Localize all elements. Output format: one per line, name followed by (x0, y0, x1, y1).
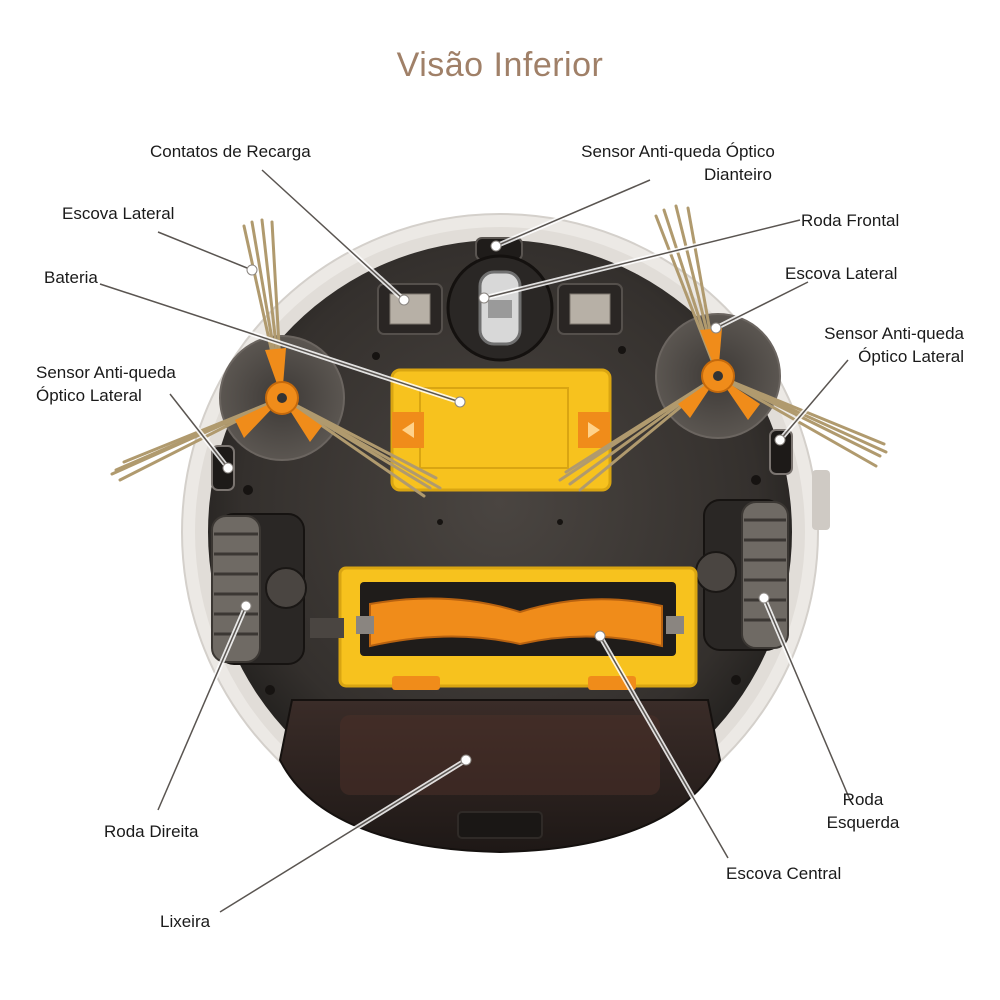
label-text: Sensor Anti-queda (36, 363, 176, 382)
leader-dots (222, 240, 786, 766)
label-text: Óptico Lateral (36, 386, 142, 405)
label-escova-central: Escova Central (726, 862, 841, 885)
label-text: Óptico Lateral (858, 347, 964, 366)
label-text: Esquerda (826, 813, 900, 832)
label-text: Escova Central (726, 864, 842, 883)
leader-lines-dark (99, 169, 851, 913)
label-text: Dianteiro (703, 165, 773, 184)
side-brush-hub-right (678, 328, 760, 420)
label-contatos-recarga: Contatos de Recarga (150, 140, 311, 163)
label-escova-lateral-right: Escova Lateral (785, 262, 897, 285)
label-sensor-lateral-left: Sensor Anti-queda Óptico Lateral (36, 361, 176, 407)
label-sensor-dianteiro: Sensor Anti-queda Óptico Dianteiro (568, 140, 788, 186)
label-text: Bateria (44, 268, 98, 287)
side-brush-hub-left (235, 348, 322, 442)
label-escova-lateral-left: Escova Lateral (62, 202, 174, 225)
label-text: Contatos de Recarga (150, 142, 311, 161)
label-text: Escova Lateral (785, 264, 898, 283)
label-text: Sensor Anti-queda Óptico (581, 142, 775, 161)
label-text: Escova Lateral (62, 204, 175, 223)
label-text: Lixeira (160, 912, 211, 931)
main-brush-axle (310, 618, 344, 638)
main-brush-frame (338, 566, 698, 690)
drive-wheel-right-side-of-image (695, 499, 789, 651)
right-side-slot (812, 470, 830, 530)
label-text: Roda (842, 790, 884, 809)
label-lixeira: Lixeira (160, 910, 210, 933)
drive-wheel-left-side-of-image (211, 513, 307, 665)
main-brush-roller (369, 597, 663, 648)
label-sensor-lateral-right: Sensor Anti-queda Óptico Lateral (800, 322, 964, 368)
label-roda-direita: Roda Direita (104, 820, 199, 843)
diagram-title: Visão Inferior (396, 46, 604, 84)
label-roda-esquerda: Roda Esquerda (818, 788, 908, 834)
dustbin-latch (457, 811, 543, 839)
label-text: Roda Frontal (801, 211, 900, 230)
dustbin-window (340, 715, 660, 795)
label-text: Roda Direita (104, 822, 199, 841)
label-text: Sensor Anti-queda (824, 324, 964, 343)
label-bateria: Bateria (44, 266, 98, 289)
label-roda-frontal: Roda Frontal (801, 209, 899, 232)
